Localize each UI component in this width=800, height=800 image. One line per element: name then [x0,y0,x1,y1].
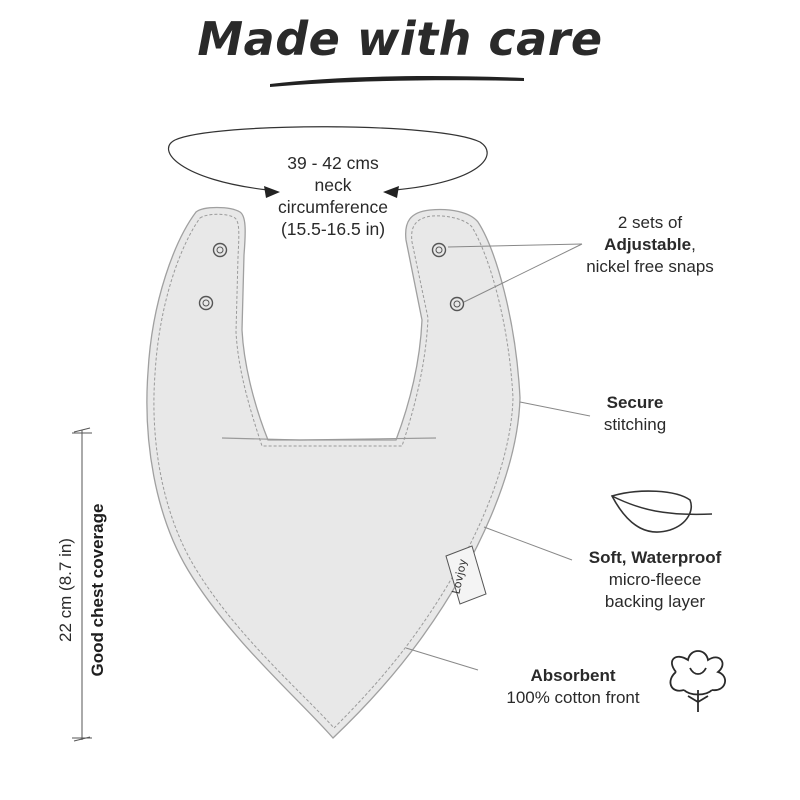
stitching-line2: stitching [603,415,667,434]
neck-word: neck [314,175,352,195]
snaps-adjustable: Adjustable [604,235,692,254]
bib-shape [146,206,521,739]
fleece-leader [483,526,573,561]
neck-arrow-right [383,186,399,198]
snap-right-bottom [449,296,465,312]
neck-arrow-left [264,186,280,198]
neck-measure-cm: 39 - 42 cms [287,153,379,173]
title-underline [270,76,524,87]
snaps-line1: 2 sets of [617,213,683,232]
circumference-word: circumference [278,197,388,217]
stitching-label: Secure stitching [570,392,700,436]
neck-ellipse [167,126,488,191]
cotton-line2: 100% cotton front [506,688,640,707]
brand-tag [445,545,487,605]
stitching-bold: Secure [606,393,664,412]
snaps-label: 2 sets of Adjustable, nickel free snaps [560,212,740,278]
fleece-line2: micro-fleece [608,570,702,589]
fleece-bold: Soft, Waterproof [588,548,722,567]
cotton-label: Absorbent 100% cotton front [478,665,668,709]
cotton-bold: Absorbent [530,666,616,685]
cotton-leader [405,647,479,671]
page-title: Made with care [197,12,603,66]
leaf-icon [610,490,713,533]
snaps-comma: , [691,235,696,254]
fleece-line3: backing layer [604,592,706,611]
coverage-title-text: Good chest coverage [88,503,107,677]
neck-measure-in: (15.5-16.5 in) [280,219,386,239]
neck-circumference-label: 39 - 42 cms neck circumference (15.5-16.… [248,152,418,240]
snaps-line3: nickel free snaps [586,257,714,276]
stitching-line [153,213,514,729]
snaps-leader-top [447,243,583,248]
snap-right-top [431,242,447,258]
fleece-label: Soft, Waterproof micro-fleece backing la… [560,547,750,613]
coverage-measure-text: 22 cm (8.7 in) [56,538,75,642]
snaps-leader-bottom [463,243,583,303]
snap-left-top [212,242,228,258]
cotton-flower-icon [669,650,726,712]
snap-left-bottom [198,295,214,311]
seam-line [221,437,437,441]
stitch-leader [519,401,591,417]
